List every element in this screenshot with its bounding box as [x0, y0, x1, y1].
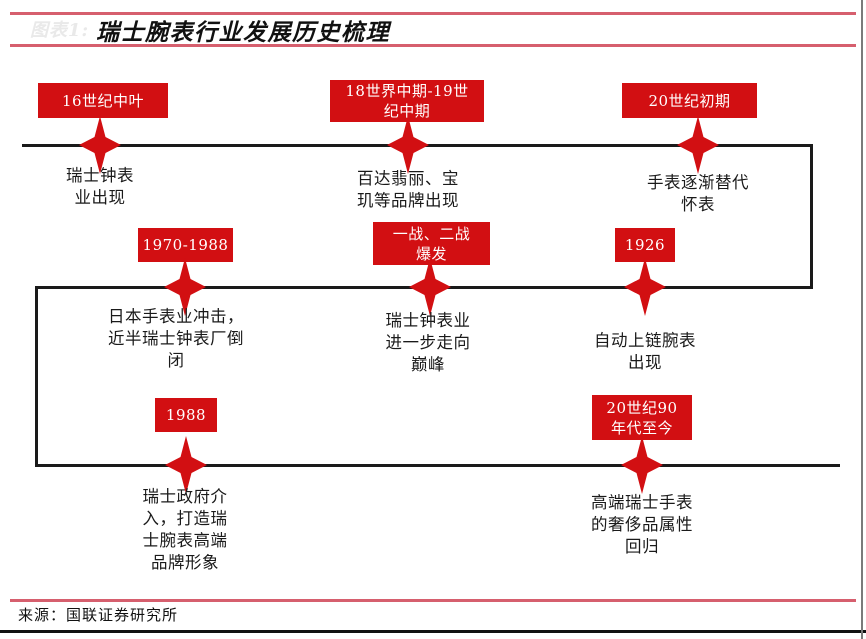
event-date-box: 16世纪中叶 — [38, 83, 168, 118]
timeline-line-row3 — [35, 464, 840, 467]
event-description: 百达翡丽、宝 玑等品牌出现 — [357, 169, 459, 210]
event-description: 自动上链腕表 出现 — [594, 331, 696, 372]
page-bottom-rule — [0, 630, 866, 633]
star-marker-icon — [409, 258, 451, 316]
event-description: 手表逐渐替代 怀表 — [647, 173, 749, 214]
header-top-rule — [10, 12, 856, 15]
event-date-box: 一战、二战 爆发 — [373, 222, 490, 265]
source-attribution: 来源：国联证券研究所 — [18, 606, 179, 624]
figure-number-watermark: 图表1: — [30, 20, 90, 41]
event-description: 瑞士钟表业 进一步走向 巅峰 — [385, 311, 471, 374]
event-description: 日本手表业冲击， 近半瑞士钟表厂倒 闭 — [108, 307, 244, 370]
timeline-line-left-vertical — [35, 286, 38, 467]
event-date-box: 1970-1988 — [138, 228, 233, 262]
star-marker-icon — [79, 116, 121, 174]
footer-top-rule — [10, 599, 856, 602]
page-right-border — [861, 0, 863, 639]
star-marker-icon — [677, 116, 719, 174]
event-description: 瑞士政府介 入，打造瑞 士腕表高端 品牌形象 — [142, 487, 228, 572]
star-marker-icon — [387, 116, 429, 174]
event-description: 瑞士钟表 业出现 — [66, 166, 134, 207]
event-date-box: 20世纪90 年代至今 — [592, 395, 692, 440]
event-date-box: 1988 — [155, 398, 217, 432]
event-date-box: 1926 — [615, 228, 675, 262]
star-marker-icon — [624, 258, 666, 316]
header-bottom-rule — [10, 44, 856, 47]
page-title: 瑞士腕表行业发展历史梳理 — [96, 19, 390, 46]
star-marker-icon — [165, 436, 207, 494]
star-marker-icon — [621, 436, 663, 494]
star-marker-icon — [164, 258, 206, 316]
event-description: 高端瑞士手表 的奢侈品属性 回归 — [591, 493, 693, 556]
event-date-box: 20世纪初期 — [622, 83, 757, 118]
timeline-line-right-vertical — [810, 144, 813, 289]
event-date-box: 18世界中期-19世 纪中期 — [330, 80, 484, 122]
